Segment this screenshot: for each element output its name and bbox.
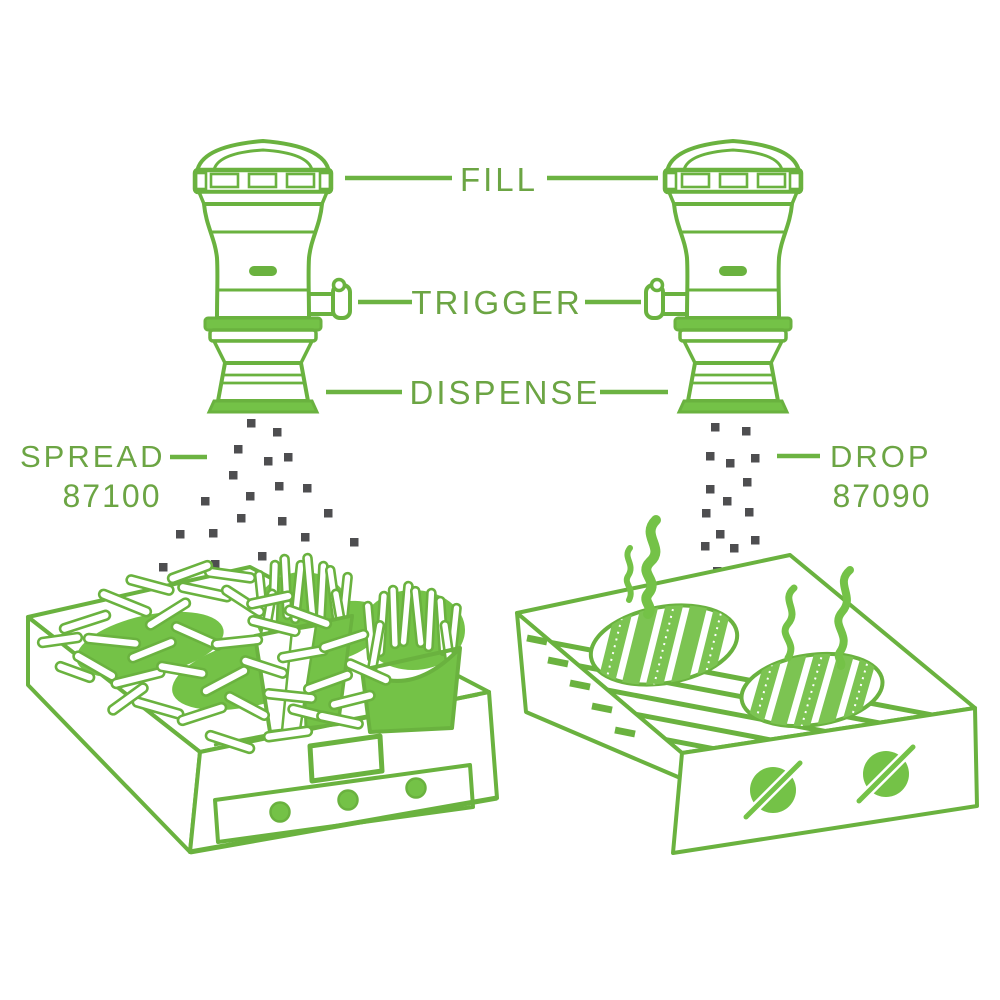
drop-callout: DROP 87090 (777, 439, 932, 514)
fill-label: FILL (460, 161, 538, 198)
smoke-icon (781, 584, 798, 662)
spread-action-label: SPREAD (20, 439, 165, 474)
loose-french-fries (36, 559, 392, 755)
drop-action-label: DROP (830, 439, 932, 474)
dispense-label: DISPENSE (410, 374, 601, 411)
grill-grate-ends (526, 634, 636, 738)
knob-dot (405, 777, 427, 799)
trigger-label: TRIGGER (411, 284, 582, 321)
right-dispenser (646, 141, 801, 412)
fry-station-illustration (26, 552, 499, 855)
burger-patty (739, 645, 885, 735)
seasoning-particles-drop (701, 423, 761, 576)
fry-carton-fries (362, 580, 462, 675)
grill-knob (740, 757, 806, 823)
seasoning-particles-spread (159, 419, 359, 572)
drop-model-number: 87090 (833, 478, 932, 514)
spread-model-number: 87100 (63, 478, 162, 514)
fill-callout: FILL (345, 161, 658, 198)
spread-callout: SPREAD 87100 (20, 439, 207, 514)
grill-illustration (515, 515, 979, 855)
display-window (307, 733, 385, 784)
knob-dot (269, 801, 291, 823)
burger-patty (588, 594, 740, 696)
panel-inset (213, 763, 475, 844)
left-dispenser (195, 141, 350, 412)
knob-dot (337, 789, 359, 811)
smoke-icon (623, 515, 661, 619)
fry-station-control-panel (213, 733, 475, 844)
trigger-callout: TRIGGER (358, 284, 641, 321)
dispense-callout: DISPENSE (326, 374, 668, 411)
grill-knob (853, 741, 919, 807)
smoke-icon (834, 566, 854, 670)
